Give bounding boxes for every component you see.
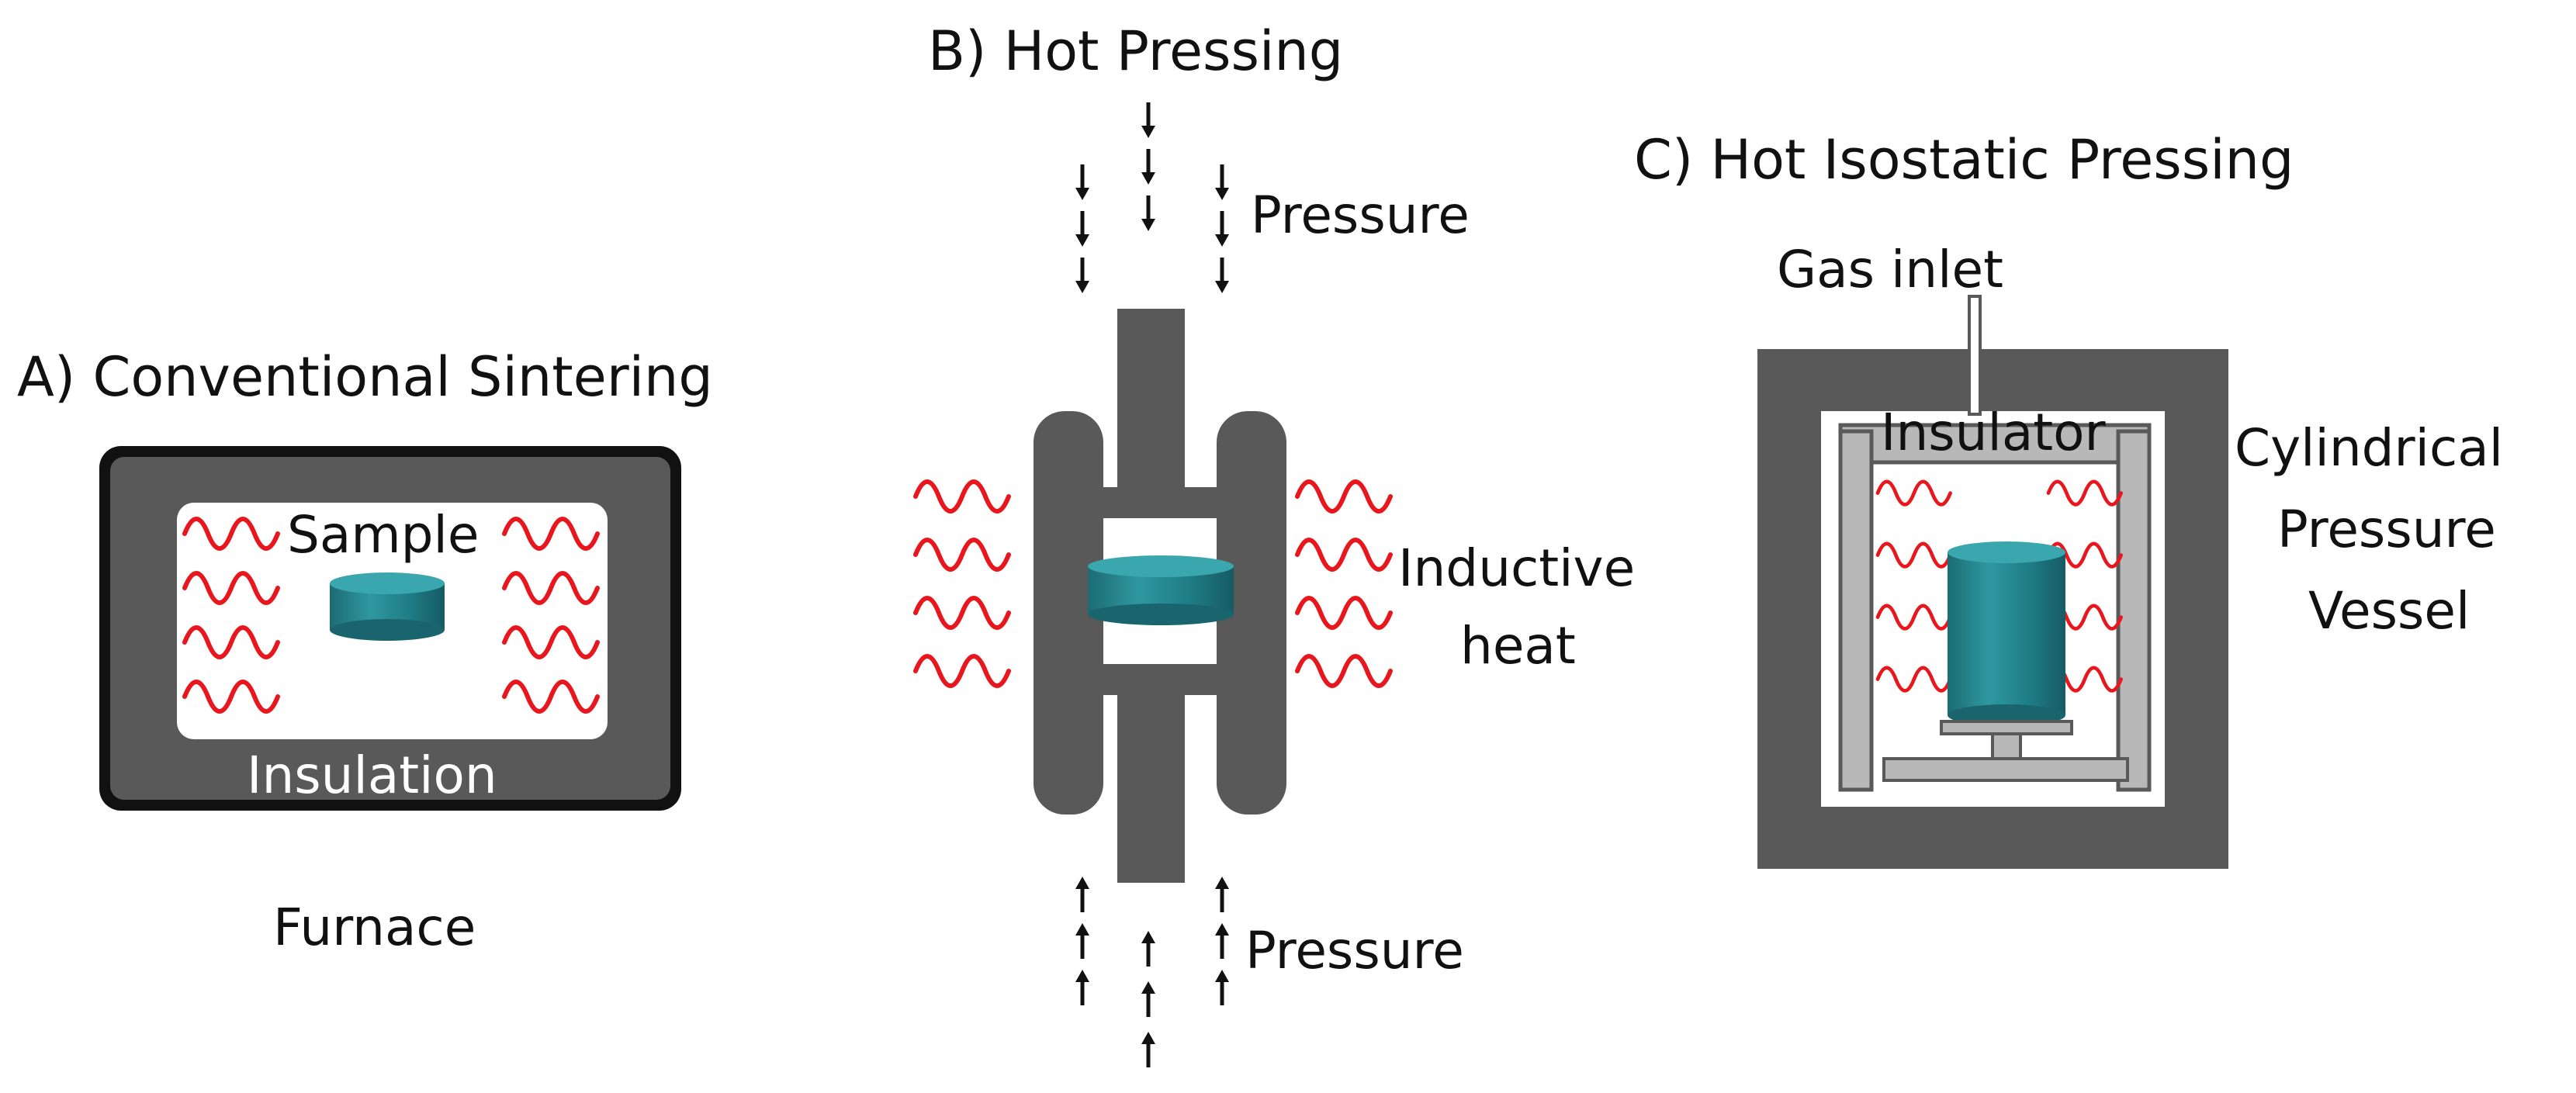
- inductive-heat-label-2: heat: [1460, 616, 1576, 676]
- vessel-label-2: Pressure: [2277, 500, 2496, 559]
- arrow-up-icon: [1075, 970, 1089, 1005]
- heat-waves-left-b: [916, 482, 1009, 686]
- gas-inlet-pipe: [1968, 295, 1982, 416]
- sample-cylinder-c: [1948, 541, 2065, 726]
- vessel-label-1: Cylindrical: [2235, 418, 2503, 478]
- insulator-right: [2116, 429, 2152, 792]
- panel-c-title: C) Hot Isostatic Pressing: [1634, 128, 2294, 192]
- inductive-heat-label-1: Inductive: [1398, 538, 1635, 598]
- arrow-up-icon: [1215, 877, 1229, 912]
- pressure-arrows-top: [1075, 102, 1229, 293]
- arrow-down-icon: [1141, 149, 1155, 185]
- panel-a-title: A) Conventional Sintering: [17, 345, 713, 409]
- panel-c-hot-isostatic-pressing: C) Hot Isostatic Pressing Gas inlet Insu…: [1634, 128, 2503, 869]
- furnace-label: Furnace: [273, 898, 476, 957]
- pressure-top-label: Pressure: [1251, 185, 1470, 245]
- arrow-up-icon: [1141, 1032, 1155, 1067]
- vessel-wall-left: [1757, 349, 1821, 869]
- arrow-down-icon: [1075, 258, 1089, 293]
- panel-b-hot-pressing: B) Hot Pressing Pressure: [916, 19, 1635, 1067]
- heat-wave-icon: [1297, 540, 1390, 569]
- vessel-wall-right: [2165, 349, 2228, 869]
- arrow-down-icon: [1215, 258, 1229, 293]
- heat-wave-icon: [916, 656, 1009, 686]
- press-die-left: [1034, 411, 1103, 815]
- arrow-down-icon: [1215, 164, 1229, 200]
- sample-disc-b: [1088, 555, 1234, 625]
- pressure-bottom-label: Pressure: [1245, 921, 1464, 981]
- heat-wave-icon: [1297, 656, 1390, 686]
- heat-wave-icon: [916, 482, 1009, 511]
- arrow-up-icon: [1215, 923, 1229, 959]
- gas-inlet-label: Gas inlet: [1777, 240, 2003, 299]
- vessel-bottom-plug: [1788, 807, 2198, 869]
- insulator-label: Insulator: [1881, 403, 2107, 462]
- sample-platform: [1940, 720, 2073, 735]
- insulator-left: [1838, 429, 1874, 792]
- arrow-down-icon: [1141, 195, 1155, 231]
- press-die-right: [1217, 411, 1286, 815]
- heat-wave-icon: [916, 598, 1009, 628]
- arrow-down-icon: [1141, 102, 1155, 138]
- arrow-up-icon: [1215, 970, 1229, 1005]
- heat-waves-right-b: [1297, 482, 1390, 686]
- sample-label: Sample: [287, 505, 479, 565]
- vessel-top-plug: [1788, 349, 2198, 411]
- press-bottom-punch: [1086, 664, 1234, 695]
- platform-base: [1882, 757, 2129, 782]
- arrow-up-icon: [1141, 981, 1155, 1017]
- press-top-punch: [1086, 487, 1234, 518]
- panel-b-title: B) Hot Pressing: [928, 19, 1343, 83]
- arrow-up-icon: [1075, 923, 1089, 959]
- arrow-down-icon: [1075, 211, 1089, 247]
- arrow-down-icon: [1215, 211, 1229, 247]
- insulation-label: Insulation: [247, 745, 497, 805]
- arrow-down-icon: [1075, 164, 1089, 200]
- heat-wave-icon: [1297, 598, 1390, 628]
- heat-wave-icon: [916, 540, 1009, 569]
- panel-a-conventional-sintering: A) Conventional Sintering Sample Insulat…: [17, 345, 713, 957]
- arrow-up-icon: [1141, 931, 1155, 967]
- pressure-arrows-bottom: [1075, 877, 1229, 1067]
- arrow-up-icon: [1075, 877, 1089, 912]
- vessel-label-3: Vessel: [2308, 581, 2470, 641]
- heat-wave-icon: [1297, 482, 1390, 511]
- platform-stem: [1991, 732, 2022, 760]
- sample-disc-a: [330, 572, 445, 641]
